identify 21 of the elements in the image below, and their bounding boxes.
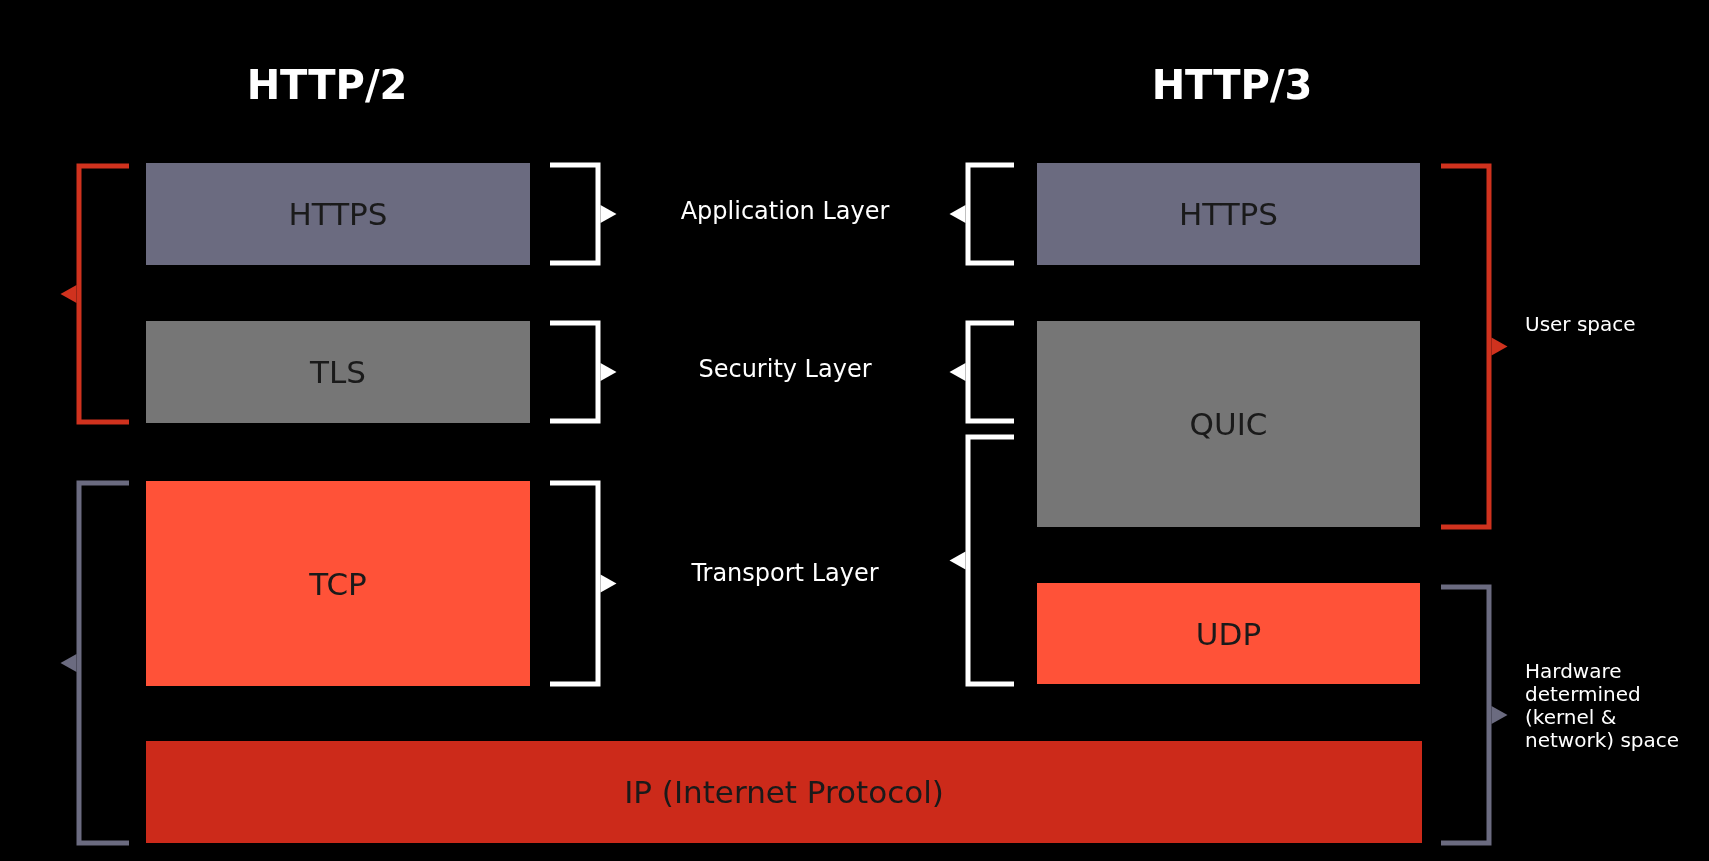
column-title: HTTP/2 [245,62,409,108]
protocol-name: HTTPS [288,196,388,232]
protocol-name: TLS [310,354,366,390]
layer-label: Transport Layer [690,560,880,588]
column-title: HTTP/3 [1150,62,1314,108]
protocol-box [1037,163,1420,265]
protocol-box [146,481,530,686]
protocol-name: IP (Internet Protocol) [624,774,944,810]
protocol-box [146,741,1422,843]
protocol-name: HTTPS [1179,196,1278,232]
protocol-name: TCP [309,565,367,602]
protocol-box [146,163,530,265]
space-label: Hardware determined (kernel & network) space [1525,660,1681,752]
layer-label: Application Layer [679,198,891,226]
protocol-box [146,321,530,423]
space-label: User space [1525,313,1636,336]
protocol-box [1037,583,1420,684]
protocol-box [1037,321,1420,527]
layer-label: Security Layer [697,356,873,384]
protocol-name: UDP [1195,615,1262,652]
protocol-name: QUIC [1189,406,1268,442]
